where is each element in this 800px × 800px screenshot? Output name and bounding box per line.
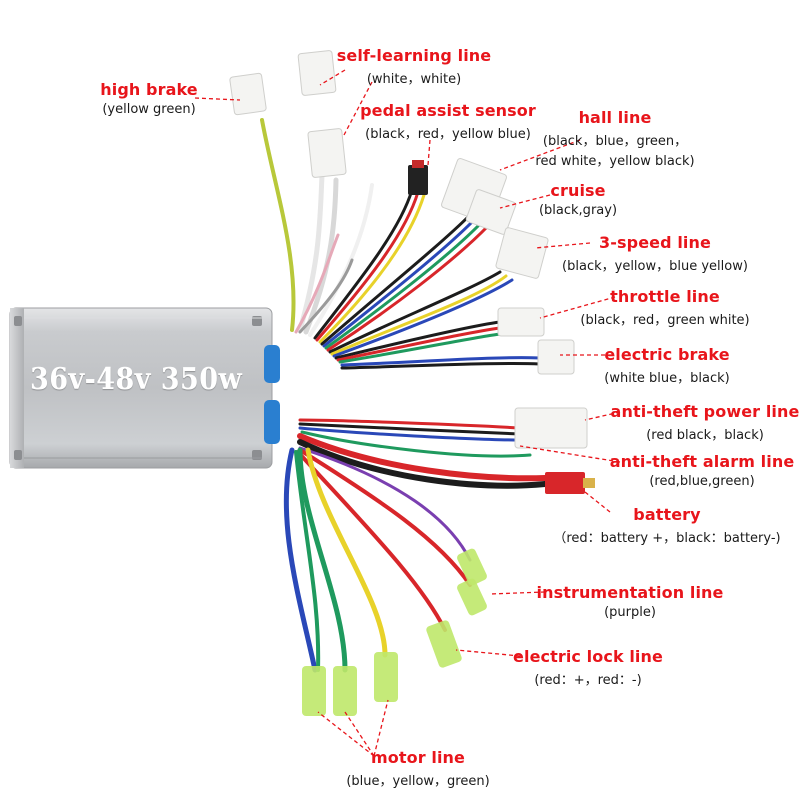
connectors bbox=[229, 50, 595, 716]
label-cruise-name: cruise bbox=[550, 181, 606, 200]
label-anti-theft-alarm-colors: (red,blue,green) bbox=[649, 474, 755, 489]
connector-throttle bbox=[497, 307, 545, 337]
label-hall-name: hall line bbox=[578, 108, 652, 127]
label-motor-colors: (blue，yellow，green) bbox=[346, 774, 490, 789]
label-cruise: cruise (black,gray) bbox=[539, 181, 617, 218]
lower-wire-harness bbox=[283, 418, 548, 673]
label-battery-name: battery bbox=[633, 505, 701, 524]
cable-grommet-top bbox=[264, 345, 280, 383]
label-self-learning-colors: (white，white) bbox=[366, 72, 462, 87]
connector-motor-blue bbox=[302, 666, 326, 716]
label-self-learning: self-learning line (white，white) bbox=[337, 46, 492, 87]
label-pedal-assist-name: pedal assist sensor bbox=[360, 101, 536, 120]
label-electric-brake-name: electric brake bbox=[604, 345, 730, 364]
label-pedal-assist-colors: (black，red，yellow blue) bbox=[365, 127, 531, 142]
connector-self-learning-2 bbox=[307, 128, 347, 178]
label-battery: battery （red：battery +，black：battery-) bbox=[553, 505, 780, 546]
connector-pedal-assist bbox=[408, 165, 428, 195]
label-anti-theft-alarm-name: anti-theft alarm line bbox=[609, 452, 795, 471]
label-three-speed-colors: (black，yellow，blue yellow) bbox=[562, 259, 748, 274]
label-three-speed-name: 3-speed line bbox=[599, 233, 711, 252]
label-electric-brake-colors: (white blue，black) bbox=[604, 371, 730, 386]
label-throttle-colors: (black，red，green white) bbox=[580, 313, 750, 328]
label-hall-colors-1: (black，blue，green， bbox=[542, 134, 688, 149]
label-anti-theft-power-name: anti-theft power line bbox=[610, 402, 800, 421]
connector-electric-brake bbox=[537, 339, 575, 375]
label-instrumentation-name: instrumentation line bbox=[536, 583, 724, 602]
label-throttle: throttle line (black，red，green white) bbox=[580, 287, 749, 328]
label-cruise-colors: (black,gray) bbox=[538, 203, 618, 218]
upper-wire-harness bbox=[260, 118, 542, 370]
label-instrumentation-colors: (purple) bbox=[604, 605, 656, 620]
label-anti-theft-power-colors: (red black，black) bbox=[646, 428, 764, 443]
label-electric-lock-colors: (red：+，red：-) bbox=[534, 673, 642, 688]
label-three-speed: 3-speed line (black，yellow，blue yellow) bbox=[562, 233, 748, 274]
connector-electric-lock bbox=[426, 620, 462, 668]
label-pedal-assist: pedal assist sensor (black，red，yellow bl… bbox=[360, 101, 536, 142]
connector-instrumentation-1 bbox=[457, 548, 487, 586]
leader-lines bbox=[194, 69, 621, 757]
label-anti-theft-power: anti-theft power line (red black，black) bbox=[611, 402, 800, 443]
label-throttle-name: throttle line bbox=[610, 287, 720, 306]
connector-motor-green bbox=[333, 666, 357, 716]
label-self-learning-name: self-learning line bbox=[336, 46, 492, 65]
label-motor-name: motor line bbox=[371, 748, 465, 767]
connector-battery bbox=[545, 472, 585, 494]
connector-motor-yellow bbox=[374, 652, 398, 702]
connector-3-speed bbox=[495, 227, 549, 279]
cable-grommet-bottom bbox=[264, 400, 280, 444]
connector-self-learning-1 bbox=[297, 50, 337, 96]
connector-high-brake bbox=[229, 72, 267, 116]
label-high-brake: high brake (yellow green) bbox=[100, 80, 198, 117]
controller-rating-text: 36v-48v 350w bbox=[30, 362, 243, 397]
label-anti-theft-alarm: anti-theft alarm line (red,blue,green) bbox=[610, 452, 795, 489]
connector-cruise bbox=[465, 189, 517, 235]
label-high-brake-colors: (yellow green) bbox=[102, 102, 196, 117]
label-electric-lock: electric lock line (red：+，red：-) bbox=[513, 647, 663, 688]
label-high-brake-name: high brake bbox=[100, 80, 198, 99]
controller-box bbox=[9, 307, 280, 469]
label-electric-lock-name: electric lock line bbox=[513, 647, 663, 666]
label-motor: motor line (blue，yellow，green) bbox=[346, 748, 489, 789]
label-battery-colors: （red：battery +，black：battery-) bbox=[553, 531, 781, 546]
label-hall: hall line (black，blue，green， red white，y… bbox=[535, 108, 694, 169]
connector-anti-theft bbox=[514, 407, 588, 449]
label-instrumentation: instrumentation line (purple) bbox=[537, 583, 724, 620]
connector-instrumentation-2 bbox=[457, 578, 487, 616]
label-electric-brake: electric brake (white blue，black) bbox=[604, 345, 729, 386]
label-hall-colors-2: red white，yellow black) bbox=[535, 154, 695, 169]
